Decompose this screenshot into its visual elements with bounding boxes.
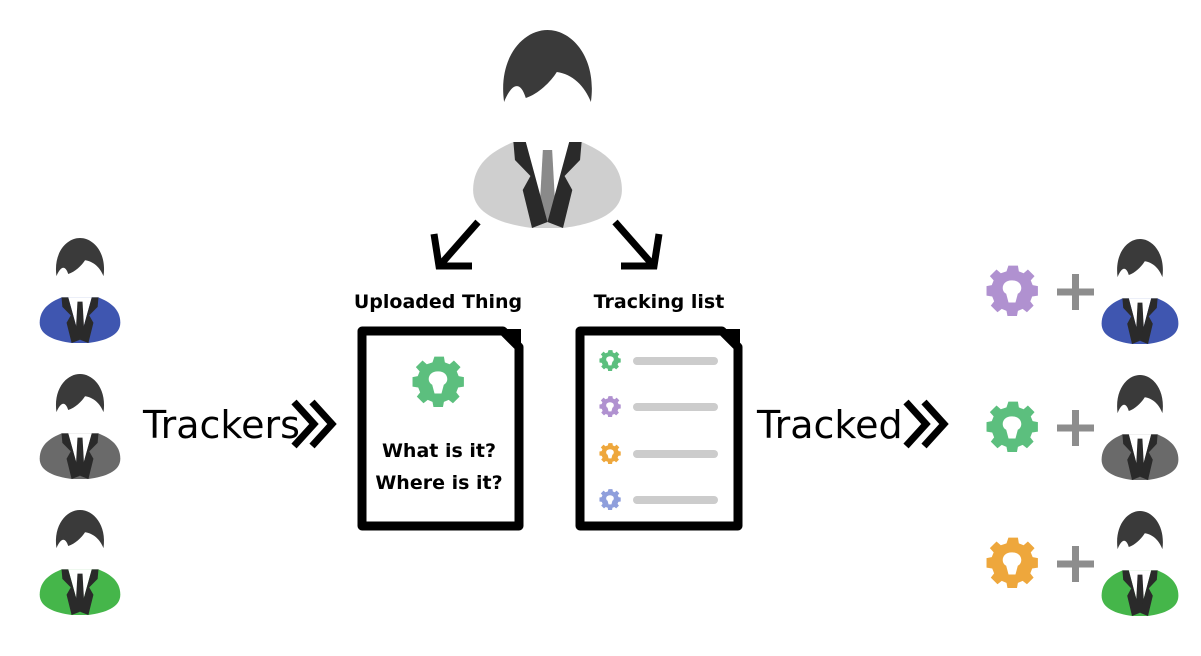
tracked-label: Tracked <box>756 403 903 447</box>
open-source-gear-icon <box>599 350 620 371</box>
trackers-label: Trackers <box>142 403 300 447</box>
plus-icon <box>1057 410 1094 446</box>
tracker-gray-person-icon <box>39 374 121 479</box>
tracked-pair-purple-person-icon <box>1101 239 1179 344</box>
list-item <box>599 396 718 417</box>
open-source-gear-icon <box>599 443 620 464</box>
arrow-icon <box>430 219 481 270</box>
open-source-gear-icon <box>987 538 1038 588</box>
arrow-icon <box>612 219 663 270</box>
tracking-list-label: Tracking list <box>594 291 725 313</box>
open-source-gear-icon <box>599 489 620 510</box>
uploaded-thing-label: Uploaded Thing <box>354 291 522 313</box>
open-source-gear-icon <box>987 402 1038 452</box>
tracked-pair-purple <box>987 239 1179 344</box>
tracker-green-person-icon <box>39 510 121 615</box>
list-item <box>599 489 718 510</box>
document-icon <box>357 326 524 531</box>
open-source-gear-icon <box>413 357 464 407</box>
double-chevron-icon <box>903 399 949 449</box>
open-source-gear-icon <box>987 266 1038 316</box>
tracked-pair-orange-person-icon <box>1101 511 1179 616</box>
central-person-person-icon <box>473 30 622 228</box>
tracking-list-document <box>575 326 743 531</box>
plus-icon <box>1057 546 1094 582</box>
where-is-it-text: Where is it? <box>375 472 502 494</box>
tracked-pair-green <box>987 375 1179 480</box>
tracked-pair-green-person-icon <box>1101 375 1179 480</box>
uploaded-thing-document: What is it? Where is it? <box>357 326 524 531</box>
double-chevron-icon <box>291 399 337 449</box>
tracked-pair-orange <box>987 511 1179 616</box>
tracker-blue-person-icon <box>39 238 121 343</box>
plus-icon <box>1057 274 1094 310</box>
list-item <box>599 350 718 371</box>
open-source-gear-icon <box>599 396 620 417</box>
document-icon <box>575 326 743 531</box>
what-is-it-text: What is it? <box>382 440 496 462</box>
central-person-icon <box>473 30 622 228</box>
list-item <box>599 443 718 464</box>
